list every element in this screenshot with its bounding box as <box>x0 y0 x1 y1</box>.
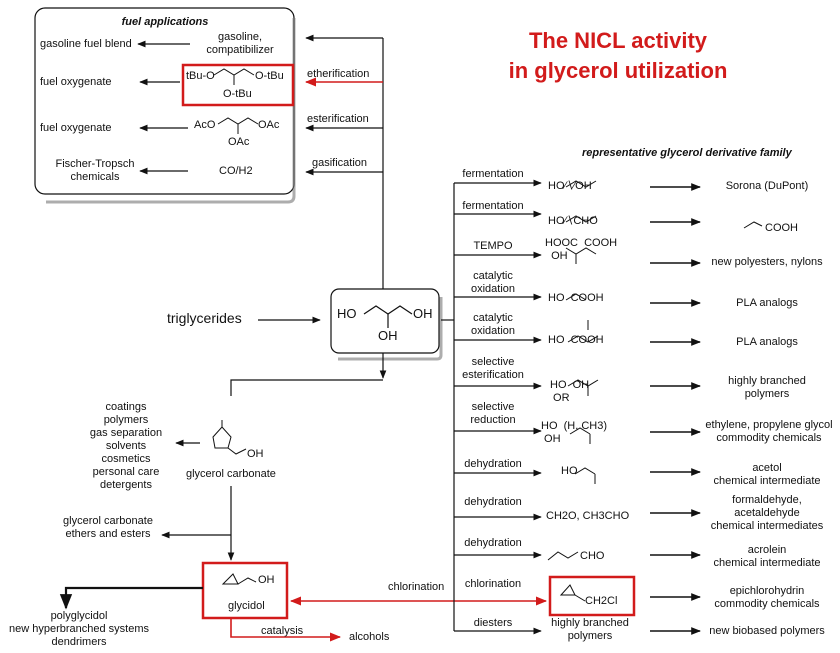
tbu-label-a: tBu-O <box>186 70 215 82</box>
process-esterification: esterification <box>307 113 369 125</box>
struct-propanediol: HO∕∖∕OH <box>548 180 592 192</box>
tbu-label-c: O-tBu <box>223 88 252 100</box>
product-pla-analogs-1: PLA analogs <box>736 297 798 309</box>
title-line-2: in glycerol utilization <box>508 58 728 83</box>
glycerol-ho: HO <box>337 306 357 321</box>
carbonate-ethers-esters: glycerol carbonate ethers and esters <box>63 515 153 540</box>
fuel-structure-syngas: CO/H2 <box>219 165 253 177</box>
product-biobased-polymers: new biobased polymers <box>709 625 825 637</box>
product-acrolein: acrolein chemical intermediate <box>713 544 821 569</box>
process-dehydration-1: dehydration <box>464 458 522 470</box>
fuel-product-gasoline-blend: gasoline fuel blend <box>40 38 132 50</box>
fuel-product-oxygenate-1: fuel oxygenate <box>40 76 112 88</box>
process-fermentation-1: fermentation <box>462 168 524 180</box>
triglycerides-label: triglycerides <box>167 310 242 326</box>
process-tempo: TEMPO <box>473 240 513 252</box>
process-selective-reduction: selective reduction <box>470 401 516 426</box>
struct-epichlorohydrin: CH2Cl <box>585 595 618 607</box>
struct-acetol: HO <box>561 465 578 477</box>
product-epichlorohydrin: epichlorohydrin commodity chemicals <box>714 585 820 610</box>
struct-propanediol-reduced: HO (H, CH3) OH <box>541 420 607 445</box>
acetin-label-a: AcO <box>194 119 216 131</box>
product-sorona: Sorona (DuPont) <box>725 180 809 192</box>
fuel-product-fischer-tropsch: Fischer-Tropsch chemicals <box>55 158 135 183</box>
process-catalytic-oxidation-1: catalytic oxidation <box>470 270 516 295</box>
family-header: representative glycerol derivative famil… <box>582 147 792 159</box>
struct-monoester: HO OH OR <box>550 379 590 404</box>
glycidol-highlight <box>201 561 289 620</box>
process-catalytic-oxidation-2: catalytic oxidation <box>470 312 516 337</box>
process-gasification: gasification <box>312 157 368 169</box>
struct-tartronic: HOOC COOH OH <box>545 237 618 262</box>
carbonate-label: glycerol carbonate <box>186 468 276 480</box>
process-dehydration-3: dehydration <box>464 537 522 549</box>
struct-acrolein: CHO <box>580 550 605 562</box>
fuel-structure-gasoline: gasoline, compatibilizer <box>206 31 274 56</box>
glycerol-oh-right: OH <box>413 306 433 321</box>
product-formaldehyde: formaldehyde, acetaldehyde chemical inte… <box>710 494 824 532</box>
product-branched-polymers: highly branched polymers <box>728 375 806 400</box>
epichlorohydrin-highlight <box>548 575 636 617</box>
glycidol-label: glycidol <box>228 600 265 612</box>
tbu-label-b: O-tBu <box>255 70 284 82</box>
chlorination-label: chlorination <box>388 581 445 593</box>
glycerol-box <box>330 288 440 354</box>
product-glycols: ethylene, propylene glycol commodity che… <box>705 419 833 444</box>
fuel-product-oxygenate-2: fuel oxygenate <box>40 122 112 134</box>
product-polyesters-nylons: new polyesters, nylons <box>711 256 823 268</box>
product-acrylic-acid: COOH <box>765 222 798 234</box>
glycidol-oh: OH <box>258 574 275 586</box>
struct-glycolic: HO COOH <box>548 292 604 304</box>
process-etherification: etherification <box>307 68 370 80</box>
title-line-1: The NICL activity <box>528 28 708 53</box>
process-dehydration-2: dehydration <box>464 496 522 508</box>
tbu-highlight <box>181 63 295 107</box>
glycerol-oh-bottom: OH <box>378 328 398 343</box>
glycidol-uses: polyglycidol new hyperbranched systems d… <box>8 610 149 648</box>
struct-hydroxypropanal: HO∕∖CHO <box>548 215 598 227</box>
carbonate-oh: OH <box>247 448 264 460</box>
struct-branched-polymers: highly branched polymers <box>551 617 629 642</box>
product-acetol: acetol chemical intermediate <box>713 462 821 487</box>
process-diesters: diesters <box>473 617 513 629</box>
carbonate-uses: coatings polymers gas separation solvent… <box>89 401 163 491</box>
struct-hydroxypyruvic: HO COOH <box>548 334 604 346</box>
alcohols-label: alcohols <box>349 631 390 643</box>
struct-aldehydes: CH2O, CH3CHO <box>546 510 630 522</box>
acetin-label-b: OAc <box>258 119 280 131</box>
page-title: The NICL activity in glycerol utilizatio… <box>498 26 738 86</box>
process-chlorination: chlorination <box>464 578 522 590</box>
process-fermentation-2: fermentation <box>462 200 524 212</box>
process-selective-esterification: selective esterification <box>462 356 524 381</box>
product-pla-analogs-2: PLA analogs <box>736 336 798 348</box>
fuel-header: fuel applications <box>121 16 209 28</box>
acetin-label-c: OAc <box>228 136 250 148</box>
catalysis-label: catalysis <box>261 625 304 637</box>
